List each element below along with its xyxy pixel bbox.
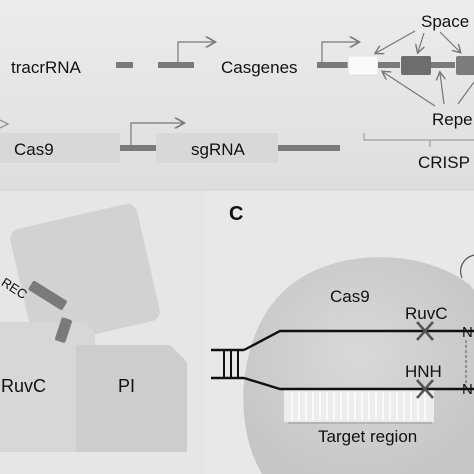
target-strand: [243, 376, 474, 391]
sgrna-box: [156, 133, 278, 163]
partial-arrow: [0, 119, 10, 129]
dna-segment: [116, 62, 133, 68]
panel-a: REC RuvC PI: [0, 191, 207, 474]
n-label-top: N: [462, 324, 473, 341]
spacer-callout-arrow: [439, 31, 460, 52]
crispr-label: CRISP: [418, 153, 470, 172]
spacers-label: Space: [421, 12, 469, 31]
dna-segment: [158, 62, 194, 68]
target-region-shade: [284, 390, 434, 422]
sgrna-label: sgRNA: [191, 140, 246, 159]
ruvc-site-label: RuvC: [405, 304, 448, 323]
spacer-box: [347, 55, 379, 76]
tracrrna-label: tracrRNA: [11, 58, 82, 77]
pi-domain: [76, 345, 187, 452]
spacer-box: [456, 56, 474, 75]
dna-rungs: [223, 350, 239, 378]
dna-segment: [120, 145, 156, 151]
panel-b: tracrRNA Casgenes Space Repe CRISP Cas9: [0, 0, 474, 191]
rna-loop: [460, 254, 474, 279]
promoter-arrow: [177, 42, 214, 62]
linker-helix: [55, 317, 72, 343]
repeat-callout-arrow: [383, 72, 436, 107]
repeat-segment: [431, 62, 455, 68]
casgenes-label: Casgenes: [221, 58, 298, 77]
panel-c: C: [207, 191, 474, 474]
spacer-box: [401, 56, 431, 75]
linker-helix: [28, 280, 67, 310]
crispr-bracket: [363, 133, 474, 141]
repeat-callout-arrow: [440, 73, 444, 105]
promoter-arrow: [321, 42, 358, 62]
spacer-callout-arrow: [376, 30, 416, 53]
non-target-strand: [243, 329, 474, 352]
cas9-label: Cas9: [330, 287, 370, 306]
target-region-label: Target region: [318, 427, 417, 446]
cas9-gene-box: [0, 133, 120, 163]
repeat-segment: [378, 62, 400, 68]
panel-c-letter: C: [229, 203, 243, 225]
repeats-label: Repe: [432, 110, 473, 129]
promoter-arrow: [130, 123, 183, 145]
spacer-callout-arrow: [418, 32, 424, 52]
hnh-site-label: HNH: [405, 362, 442, 381]
dna-segment: [278, 145, 340, 151]
pi-label: PI: [118, 376, 135, 396]
cas9-gene-label: Cas9: [14, 140, 54, 159]
hnh-cut-mark: [416, 379, 434, 399]
repeat-callout-arrow: [457, 81, 474, 105]
n-label-bottom: N: [462, 381, 473, 398]
rec-lobe: [10, 203, 160, 347]
ruvc-domain: [0, 322, 95, 452]
ruvc-label: RuvC: [1, 376, 46, 396]
dna-segment: [317, 62, 351, 68]
ruvc-cut-mark: [416, 321, 434, 341]
